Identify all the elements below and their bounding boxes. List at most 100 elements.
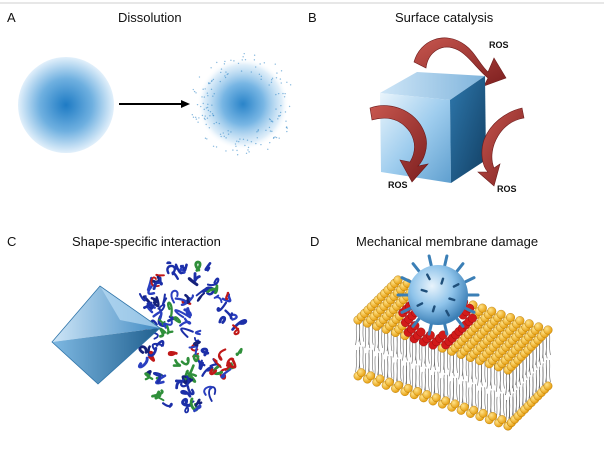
speckle: [193, 90, 196, 93]
protein-ribbon: [213, 294, 223, 304]
protein-ribbon: [167, 301, 173, 317]
protein-structure: [136, 260, 248, 414]
speckle: [288, 105, 291, 108]
speckle: [284, 111, 287, 113]
protein-ribbon: [147, 285, 156, 296]
speckle: [198, 117, 200, 119]
protein-ribbon: [162, 293, 168, 305]
speckle: [203, 96, 206, 98]
ros-label-top: ROS: [489, 40, 509, 50]
lipid-head: [515, 316, 525, 326]
speckle: [207, 103, 209, 106]
speckle: [260, 143, 262, 146]
speckle: [234, 143, 237, 145]
speckle: [270, 79, 273, 81]
speckle: [192, 116, 195, 118]
protein-ribbon: [167, 350, 178, 357]
protein-ribbon: [192, 353, 200, 363]
speckle: [212, 95, 214, 97]
speckle: [275, 77, 278, 79]
speckle: [212, 78, 215, 81]
lipid-tail: [414, 365, 421, 388]
speckle: [248, 151, 250, 153]
protein-ribbon: [179, 263, 188, 272]
protein-ribbon: [180, 375, 190, 388]
ros-label-left: ROS: [388, 180, 408, 190]
speckle: [271, 121, 274, 123]
speckle: [279, 114, 282, 117]
speckle: [243, 52, 245, 55]
protein-ribbon: [161, 402, 173, 408]
speckle: [204, 137, 207, 139]
protein-ribbon: [150, 296, 160, 304]
speckle: [255, 142, 257, 145]
speckle: [207, 109, 210, 112]
panel-d-title: Mechanical membrane damage: [356, 234, 539, 249]
speckle: [242, 138, 245, 141]
protein-ribbon: [194, 329, 202, 336]
protein-ribbon: [231, 319, 248, 331]
lipid-tail: [471, 384, 477, 407]
speckle: [213, 122, 215, 125]
lipid-tail: [545, 359, 551, 383]
dissolution-arrow-head: [181, 100, 190, 108]
speckle: [236, 149, 238, 152]
speckle: [285, 126, 288, 128]
lipid-head-lower: [422, 390, 432, 399]
speckle: [270, 81, 273, 83]
speckle: [260, 78, 262, 81]
speckle: [219, 133, 222, 135]
lipid-head: [496, 309, 506, 319]
speckle: [253, 59, 256, 61]
protein-ribbon: [138, 293, 147, 302]
lipid-head-lower: [431, 393, 441, 403]
speckle: [275, 93, 277, 96]
speckle: [215, 121, 218, 124]
lipid-head: [506, 313, 516, 323]
speckle: [247, 146, 250, 149]
speckle: [279, 78, 282, 80]
speckle: [273, 136, 275, 139]
speckle: [220, 68, 223, 70]
speckle: [241, 59, 243, 61]
lipid-head: [534, 322, 544, 332]
damaged-lipid-head: [416, 327, 426, 337]
speckle: [244, 59, 247, 61]
protein-ribbon: [180, 327, 194, 338]
speckle: [211, 113, 214, 115]
protein-ribbon: [220, 367, 232, 379]
dissolving-particle: [197, 58, 289, 150]
protein-ribbon: [157, 303, 166, 312]
panel-b-letter: B: [308, 10, 317, 25]
speckle: [225, 150, 227, 152]
dissolution-speckles: [191, 52, 292, 156]
protein-ribbon: [152, 310, 163, 322]
protein-ribbon: [232, 324, 240, 336]
lipid-tail: [377, 352, 383, 375]
protein-ribbon: [184, 378, 194, 385]
nanoparticle-spike-front: [431, 305, 436, 313]
protein-ribbon: [225, 291, 230, 300]
speckle: [205, 107, 208, 109]
lipid-tail: [367, 349, 374, 372]
lipid-head-lower: [450, 399, 460, 409]
protein-ribbon: [174, 297, 188, 306]
speckle: [227, 73, 229, 75]
speckle: [242, 56, 244, 58]
speckle: [274, 136, 276, 138]
speckle: [274, 63, 276, 65]
protein-ribbon: [172, 358, 182, 367]
protein-ribbon: [156, 373, 162, 384]
nanoparticle-spike-front: [440, 277, 445, 285]
speckle: [195, 118, 198, 120]
protein-ribbon: [224, 309, 234, 320]
speckle: [259, 63, 261, 65]
protein-ribbon: [206, 277, 220, 287]
speckle: [194, 116, 197, 119]
protein-ribbon: [225, 358, 237, 369]
speckle: [244, 144, 246, 147]
protein-ribbon: [171, 271, 180, 280]
speckle: [224, 75, 226, 77]
speckle: [208, 127, 211, 129]
protein-ribbon: [193, 336, 200, 342]
